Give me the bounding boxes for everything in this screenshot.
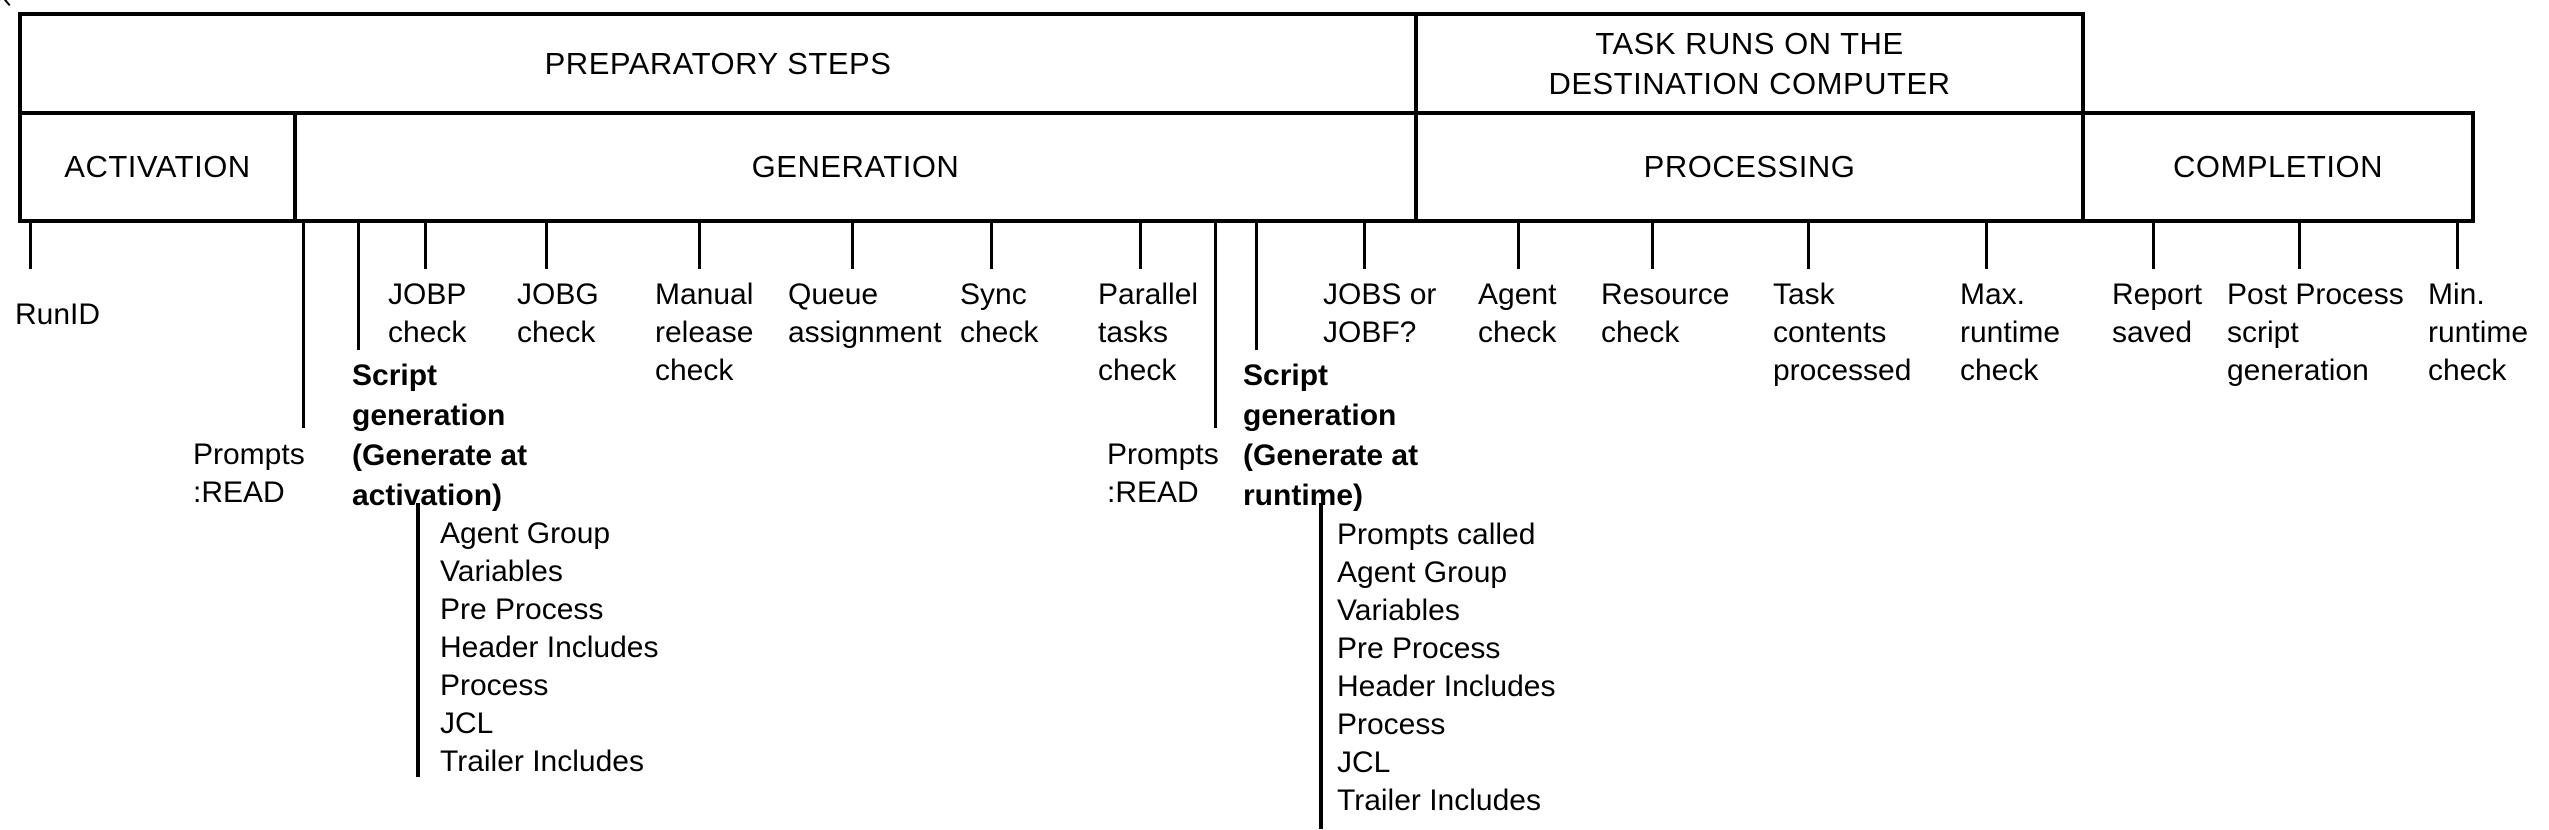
- list-item: JCL: [1337, 746, 1391, 779]
- connector-queue-assignment: [851, 221, 854, 269]
- step-script-gen-activation: Script generation (Generate at activatio…: [352, 359, 528, 512]
- list-item: Prompts called: [1337, 518, 1536, 551]
- list-item: Process: [440, 669, 549, 702]
- step-resource-check: Resource check: [1601, 278, 1730, 349]
- completion-label: COMPLETION: [2173, 149, 2383, 184]
- list-item: Agent Group: [1337, 556, 1508, 589]
- connector-max-runtime-check: [1985, 221, 1988, 269]
- box-generation: GENERATION: [293, 111, 1418, 223]
- connector-task-contents-processed: [1807, 221, 1810, 269]
- step-report-saved: Report saved: [2112, 278, 2203, 349]
- list-item: Variables: [440, 555, 563, 588]
- list-item: Trailer Includes: [440, 745, 644, 778]
- step-sync-check: Sync check: [960, 278, 1039, 349]
- rail-activation-details: [416, 503, 420, 777]
- box-preparatory-steps: PREPARATORY STEPS: [18, 12, 1418, 115]
- step-runid: RunID: [15, 298, 101, 331]
- step-max-runtime-check: Max. runtime check: [1960, 278, 2061, 387]
- connector-post-process: [2298, 221, 2301, 269]
- connector-runid: [29, 221, 32, 269]
- step-jobs-or-jobf: JOBS or JOBF?: [1323, 278, 1437, 349]
- step-min-runtime-check: Min. runtime check: [2428, 278, 2529, 387]
- activation-details-list: Agent Group Variables Pre Process Header…: [440, 515, 658, 781]
- activation-label: ACTIVATION: [64, 149, 251, 184]
- step-agent-check: Agent check: [1478, 278, 1557, 349]
- list-item: Pre Process: [1337, 632, 1501, 665]
- connector-jobp-check: [424, 221, 427, 269]
- step-prompts-activation: Prompts :READ: [193, 438, 305, 509]
- list-item: Header Includes: [1337, 670, 1556, 703]
- step-prompts-runtime: Prompts :READ: [1107, 438, 1219, 509]
- corner-artifact: [0, 0, 11, 13]
- connector-sync-check: [990, 221, 993, 269]
- connector-manual-release-check: [698, 221, 701, 269]
- connector-resource-check: [1651, 221, 1654, 269]
- step-jobp-check: JOBP check: [388, 278, 467, 349]
- list-item: Agent Group: [440, 517, 611, 550]
- processing-label: PROCESSING: [1643, 149, 1856, 184]
- connector-script-gen-activation: [357, 221, 360, 350]
- step-parallel-tasks-check: Parallel tasks check: [1098, 278, 1199, 387]
- list-item: Process: [1337, 708, 1446, 741]
- runtime-details-list: Prompts called Agent Group Variables Pre…: [1337, 516, 1555, 820]
- task-runs-label: TASK RUNS ON THE DESTINATION COMPUTER: [1548, 25, 1951, 101]
- box-activation: ACTIVATION: [18, 111, 297, 223]
- connector-script-gen-runtime: [1255, 221, 1258, 350]
- step-jobg-check: JOBG check: [517, 278, 599, 349]
- step-task-contents-processed: Task contents processed: [1773, 278, 1912, 387]
- list-item: Variables: [1337, 594, 1460, 627]
- step-queue-assignment: Queue assignment: [788, 278, 942, 349]
- list-item: JCL: [440, 707, 494, 740]
- list-item: Pre Process: [440, 593, 604, 626]
- connector-report-saved: [2152, 221, 2155, 269]
- connector-jobg-check: [545, 221, 548, 269]
- box-completion: COMPLETION: [2081, 111, 2475, 223]
- preparatory-steps-label: PREPARATORY STEPS: [544, 45, 892, 81]
- connector-jobs-or-jobf: [1363, 221, 1366, 269]
- step-script-gen-runtime: Script generation (Generate at runtime): [1243, 359, 1419, 512]
- step-post-process: Post Process script generation: [2227, 278, 2404, 387]
- list-item: Trailer Includes: [1337, 784, 1541, 817]
- connector-min-runtime-check: [2456, 221, 2459, 269]
- rail-runtime-details: [1319, 503, 1323, 829]
- connector-parallel-tasks-check: [1139, 221, 1142, 269]
- step-manual-release-check: Manual release check: [655, 278, 754, 387]
- list-item: Header Includes: [440, 631, 659, 664]
- box-task-runs-destination: TASK RUNS ON THE DESTINATION COMPUTER: [1414, 12, 2085, 115]
- connector-prompts-runtime: [1214, 221, 1217, 428]
- generation-label: GENERATION: [751, 149, 960, 184]
- connector-prompts-activation: [302, 221, 305, 428]
- connector-agent-check: [1517, 221, 1520, 269]
- box-processing: PROCESSING: [1414, 111, 2085, 223]
